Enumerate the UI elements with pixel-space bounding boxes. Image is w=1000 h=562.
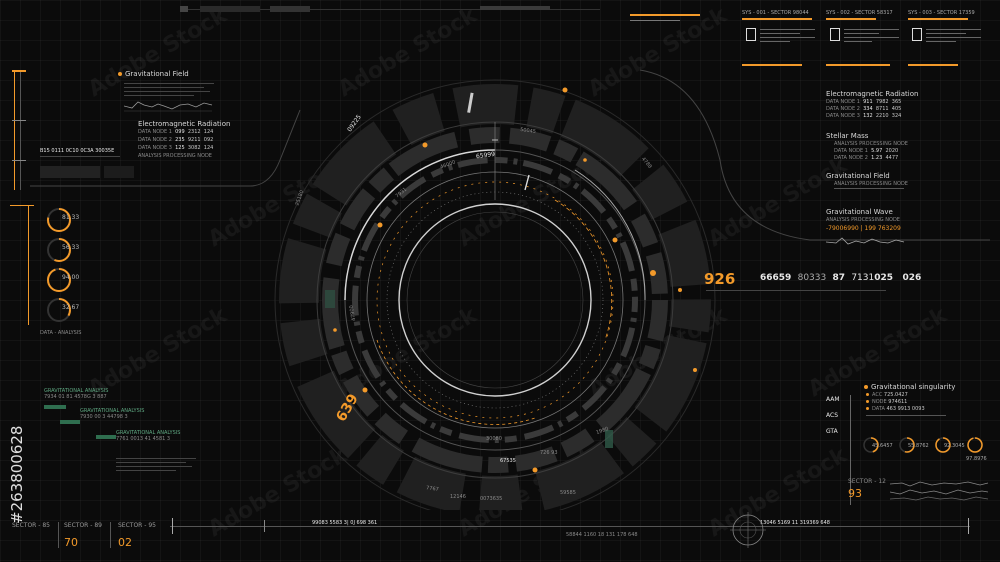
bottom-codes-under: 58844 1160 18 131 178 648 <box>566 532 638 538</box>
mini-gauge-value: 92.3045 <box>944 443 965 449</box>
grav-analysis-row: GRAVITATIONAL ANALYSIS 7761 0013 41 4581… <box>116 430 181 442</box>
gauge-ring-icon <box>47 208 71 232</box>
mini-gauge-icon <box>899 437 915 453</box>
left-em-title: Electromagnetic Radiation <box>138 120 231 128</box>
right-sector-value: 93 <box>848 487 862 500</box>
table-row: DATA NODE 2 235 9211 092 <box>138 137 214 143</box>
ring-code: 726 93 <box>540 450 558 456</box>
ring-code: 67535 <box>500 458 516 464</box>
gauge-ring-icon <box>47 238 71 262</box>
table-row: NODE 974611 <box>866 399 925 406</box>
ring-code: 59585 <box>560 490 576 496</box>
right-em-table: DATA NODE 1 911 7982 365 DATA NODE 2 334… <box>826 99 901 120</box>
stellar-mass-title: Stellar Mass <box>826 132 869 140</box>
ring-code: 0073635 <box>480 496 503 502</box>
gauge-value: 81.33 <box>62 214 80 221</box>
singularity-title: Gravitational singularity <box>864 383 955 391</box>
ring-code: 30080 <box>486 436 502 442</box>
sector-wave-graph <box>890 481 989 501</box>
orange-dot-icon <box>118 72 122 76</box>
table-row: DATA NODE 1 5.97 2020 <box>834 148 899 154</box>
table-row: DATA NODE 1 099 2312 124 <box>138 129 214 135</box>
sys-card: SYS - 003 - SECTOR 17359 <box>908 10 986 72</box>
left-grav-field-text <box>124 80 214 99</box>
grav-analysis-row: GRAVITATIONAL ANALYSIS 7934 01 81 4578G … <box>44 388 109 400</box>
mini-gauge-value: 45.6457 <box>872 443 893 449</box>
document-icon <box>912 28 922 41</box>
crosshair-icon <box>730 512 766 548</box>
gauge-value: 32.67 <box>62 304 80 311</box>
small-text-block <box>116 455 196 474</box>
grav-wave-title: Gravitational Wave <box>826 208 893 216</box>
bottom-sector-label: SECTOR - 89 <box>64 522 102 529</box>
orange-dot-icon <box>866 393 869 396</box>
gauge-value: 56.33 <box>62 244 80 251</box>
left-grav-field-title: Gravitational Field <box>118 70 189 78</box>
grav-wave-sub: ANALYSIS PROCESSING NODE <box>826 217 900 223</box>
mini-gauge-icon <box>935 437 951 453</box>
bottom-sector-label: SECTOR - 85 <box>12 522 50 529</box>
table-row: ACC 725.0427 <box>866 392 925 399</box>
grav-wave-value: -79006990 | 199 763209 <box>826 225 901 232</box>
bottom-sector-label: SECTOR - 95 <box>118 522 156 529</box>
orange-dot-icon <box>864 385 868 389</box>
gauge-ring-icon <box>47 268 71 292</box>
right-sector-label: SECTOR - 12 <box>848 478 886 485</box>
grav-wave-graph <box>826 237 905 245</box>
right-grav-field-title: Gravitational Field <box>826 172 890 180</box>
bottom-codes-right: 13046 5169 11 319369 648 <box>760 520 830 526</box>
mini-gauge-icon <box>967 437 983 453</box>
stellar-table: ANALYSIS PROCESSING NODE DATA NODE 1 5.9… <box>834 141 908 161</box>
left-readout: B15 0111 0C10 0C3A 30035E <box>40 148 115 154</box>
document-icon <box>746 28 756 41</box>
mini-gauge-value: 55.8762 <box>908 443 929 449</box>
document-icon <box>830 28 840 41</box>
orange-dot-icon <box>866 407 869 410</box>
table-row: DATA NODE 2 334 8711 405 <box>826 106 902 112</box>
right-em-title: Electromagnetic Radiation <box>826 90 919 98</box>
gauge-ring-icon <box>47 298 71 322</box>
gauge-value: 94.00 <box>62 274 80 281</box>
orange-dot-icon <box>866 400 869 403</box>
table-row: DATA NODE 3 125 3082 124 <box>138 145 214 151</box>
big-readout: 926 <box>704 270 736 288</box>
table-row: DATA 463 9913 0093 <box>866 406 925 413</box>
grav-analysis-row: GRAVITATIONAL ANALYSIS 7930 00 3 44798 3 <box>80 408 145 420</box>
sys-card: SYS - 001 - SECTOR 98044 <box>742 10 820 72</box>
table-row: DATA NODE 1 911 7982 365 <box>826 99 902 105</box>
data-analysis-label: DATA - ANALYSIS <box>40 330 82 336</box>
mini-gauge-icon <box>863 437 879 453</box>
left-wave-graph <box>124 101 213 112</box>
right-grav-field-sub: ANALYSIS PROCESSING NODE <box>834 181 908 187</box>
bottom-codes-left: 99083 5583 3| 0J 698 361 <box>312 520 378 526</box>
aam-labels: AAM ACS GTA <box>826 396 840 435</box>
bottom-sector-value: 02 <box>118 536 132 549</box>
table-row: DATA NODE 2 1.23 4477 <box>834 155 899 161</box>
ring-code: 12146 <box>450 494 466 500</box>
table-row: DATA NODE 3 132 2210 324 <box>826 113 902 119</box>
sys-card: SYS - 002 - SECTOR 58317 <box>826 10 904 72</box>
mini-gauge-value: 97.8976 <box>966 456 987 462</box>
readout-row: 66659 80333 87 7131025 026 <box>760 273 922 283</box>
singularity-table: ACC 725.0427 NODE 974611 DATA 463 9913 0… <box>866 392 925 413</box>
left-em-table: DATA NODE 1 099 2312 124 DATA NODE 2 235… <box>138 129 214 159</box>
bottom-sector-value: 70 <box>64 536 78 549</box>
central-ring <box>274 79 716 510</box>
vertical-id: #263800628 <box>8 425 26 524</box>
